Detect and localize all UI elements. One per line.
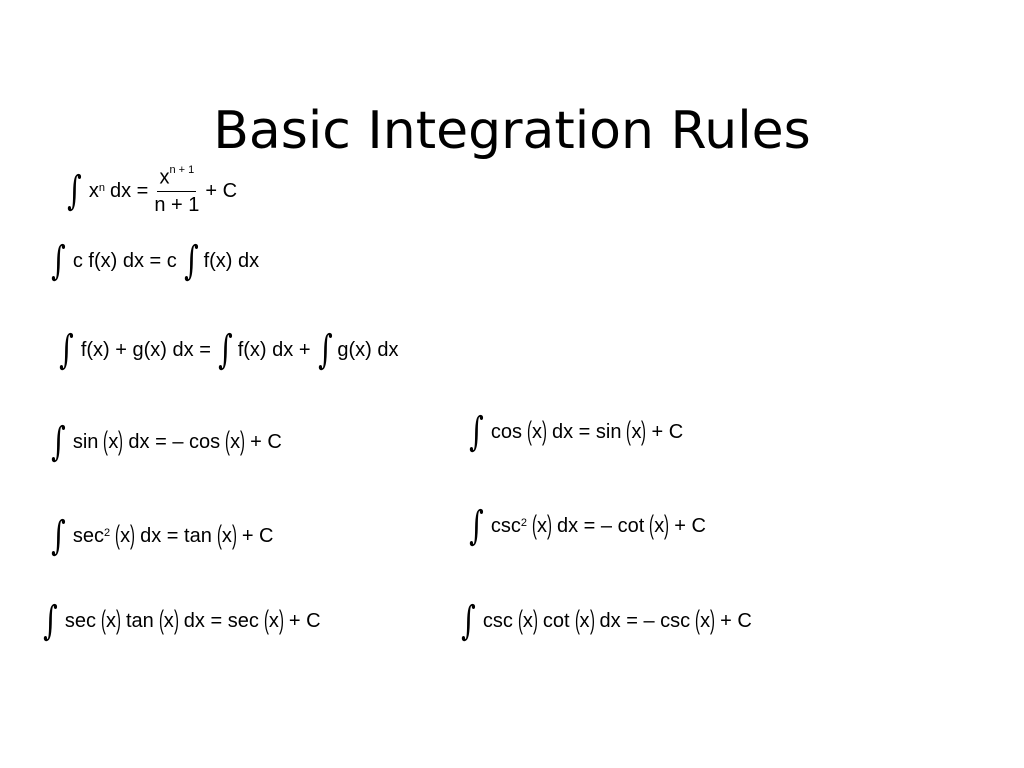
argument: x [268, 610, 279, 632]
integral-sign: ∫ [51, 513, 66, 559]
argument: x [700, 610, 711, 632]
constant-multiple-right: f(x) dx [203, 250, 260, 272]
sec-result: dx = sec [183, 610, 259, 632]
argument: x [120, 525, 131, 547]
integral-sign: ∫ [317, 327, 333, 373]
argument: x [531, 421, 542, 443]
formula-csc-cot: ∫ csc (x) cot (x) dx = – csc (x) + C [461, 598, 752, 644]
sec-term: sec [72, 525, 104, 547]
power-exponent: n [98, 182, 105, 195]
power-base: x [88, 180, 99, 203]
slide-title: Basic Integration Rules [213, 100, 811, 161]
formula-sum-rule: ∫ f(x) + g(x) dx = ∫ f(x) dx + ∫ g(x) dx [56, 330, 398, 370]
power-tail: + C [205, 180, 238, 203]
formula-sin: ∫ sin (x) dx = – cos (x) + C [51, 419, 282, 465]
cos-term: cos [490, 421, 522, 443]
csc-term: csc [490, 515, 521, 537]
tan-term: tan [125, 610, 154, 632]
integral-sign: ∫ [51, 238, 66, 284]
integral-sign: ∫ [183, 238, 199, 284]
sum-part-a: f(x) + g(x) dx = [80, 339, 211, 361]
constant: + C [651, 421, 684, 443]
constant-multiple-left: c f(x) dx = c [72, 250, 177, 272]
fraction-numerator: xn + 1 [157, 162, 197, 192]
sin-result: dx = – cos [128, 431, 221, 453]
integral-sign: ∫ [469, 409, 484, 455]
integral-sign: ∫ [43, 598, 58, 644]
tan-result: dx = tan [140, 525, 212, 547]
integral-sign: ∫ [469, 503, 484, 549]
integral-sign: ∫ [461, 598, 476, 644]
argument: x [230, 431, 241, 453]
exponent: 2 [520, 517, 527, 529]
constant: + C [241, 525, 274, 547]
argument: x [163, 610, 174, 632]
cot-term: cot [542, 610, 570, 632]
csc-term: csc [482, 610, 513, 632]
fraction-denominator: n + 1 [154, 193, 200, 216]
csc-result: dx = – csc [599, 610, 691, 632]
sum-part-b: f(x) dx + [237, 339, 311, 361]
cos-result: dx = sin [551, 421, 622, 443]
integral-sign: ∫ [67, 168, 82, 215]
integral-sign: ∫ [59, 327, 74, 373]
argument: x [105, 610, 116, 632]
argument: x [108, 431, 119, 453]
formula-cos: ∫ cos (x) dx = sin (x) + C [469, 409, 684, 455]
sum-part-c: g(x) dx [337, 339, 399, 361]
formula-constant-multiple: ∫ c f(x) dx = c ∫ f(x) dx [48, 241, 259, 281]
integral-sign: ∫ [51, 419, 66, 465]
constant: + C [250, 431, 282, 453]
argument: x [631, 421, 642, 443]
integral-sign: ∫ [218, 327, 233, 373]
argument: x [579, 610, 590, 632]
argument: x [221, 525, 232, 547]
argument: x [654, 515, 665, 537]
formula-sec-tan: ∫ sec (x) tan (x) dx = sec (x) + C [43, 598, 321, 644]
constant: + C [720, 610, 752, 632]
constant: + C [288, 610, 321, 632]
constant: + C [674, 515, 706, 537]
power-fraction: xn + 1 n + 1 [154, 162, 199, 217]
sec-term: sec [64, 610, 96, 632]
power-mid: dx = [109, 180, 149, 203]
sin-term: sin [72, 431, 99, 453]
cot-result: dx = – cot [556, 515, 645, 537]
argument: x [522, 610, 533, 632]
exponent: 2 [103, 527, 111, 539]
argument: x [536, 515, 547, 537]
